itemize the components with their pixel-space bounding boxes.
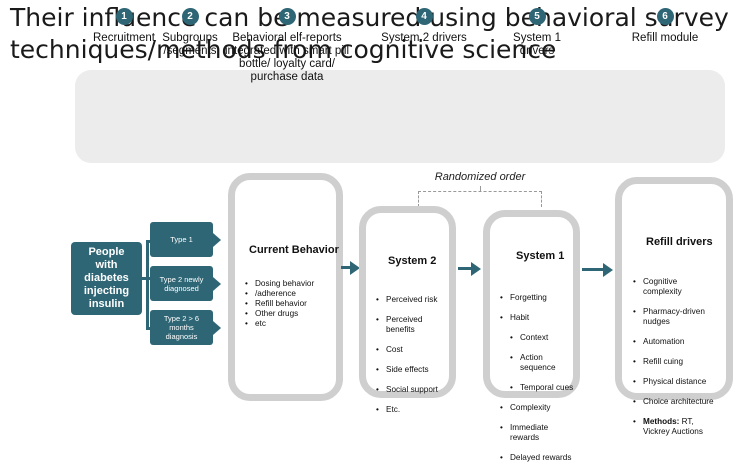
step-number-badge: 5 (528, 8, 546, 25)
people-with-diabetes-box: People with diabetes injecting insulin (71, 242, 142, 315)
bracket-stem (480, 186, 481, 192)
title-line-2: techniques/methods from cognitive scienc… (10, 35, 557, 64)
current-behavior-title: Current Behavior (249, 244, 339, 256)
system-2-list: Perceived risk Perceived benefits Cost S… (376, 285, 456, 425)
list-item: Refill cuing (633, 357, 728, 367)
type-2-new-box: Type 2 newly diagnosed (150, 266, 213, 301)
step-label: Recruitment (93, 32, 155, 44)
step-number-badge: 2 (181, 8, 199, 25)
step-5: 5 System 1 drivers (500, 8, 574, 58)
list-subitem: Context (500, 333, 582, 343)
list-item: Habit (500, 313, 582, 323)
list-item: Side effects (376, 365, 456, 375)
list-item: Other drugs (245, 309, 340, 319)
refill-drivers-title: Refill drivers (646, 236, 713, 248)
arrow-line (458, 267, 472, 270)
steps-panel (75, 70, 725, 163)
list-item: Refill behavior (245, 299, 340, 309)
step-2: 2 Subgroups /segments (158, 8, 222, 58)
list-item: Cost (376, 345, 456, 355)
system-2-frame: System 2 Perceived risk Perceived benefi… (359, 206, 456, 415)
arrow-line (582, 268, 604, 271)
list-item: Dosing behavior (245, 279, 340, 289)
list-item: Perceived benefits (376, 315, 456, 335)
randomized-order-label: Randomized order (434, 171, 526, 183)
arrow-line (341, 266, 351, 269)
list-item: /adherence (245, 289, 340, 299)
connector (146, 327, 152, 330)
type-2-long-box: Type 2 > 6 months diagnosis (150, 310, 213, 345)
step-label: System 2 drivers (381, 32, 467, 44)
list-subitem: Action sequence (500, 353, 582, 373)
chevron-right-icon (213, 321, 221, 335)
list-item: Perceived risk (376, 295, 456, 305)
refill-drivers-frame: Refill drivers Cognitive complexity Phar… (615, 177, 733, 436)
step-4: 4 System 2 drivers (378, 8, 470, 45)
list-item: Forgetting (500, 293, 582, 303)
step-number-badge: 4 (415, 8, 433, 25)
system-1-frame: System 1 Forgetting Habit Context Action… (483, 210, 580, 463)
system-2-title: System 2 (388, 255, 437, 267)
connector (146, 240, 152, 243)
list-item: Social support (376, 385, 456, 395)
step-number-badge: 1 (115, 8, 133, 25)
slide-title: Their influence can be measured using be… (10, 2, 745, 66)
step-1: 1 Recruitment (92, 8, 156, 45)
arrow-right-icon (471, 262, 481, 276)
list-item: Complexity (500, 403, 582, 413)
step-3: 3 Behavioral elf-reports integrated with… (224, 8, 350, 84)
arrow-right-icon (603, 263, 613, 277)
list-item: Choice architecture (633, 397, 728, 407)
list-item: Physical distance (633, 377, 728, 387)
current-behavior-frame: Current Behavior Dosing behavior /adhere… (228, 173, 343, 401)
list-item: Automation (633, 337, 728, 347)
refill-drivers-list: Cognitive complexity Pharmacy-driven nud… (633, 267, 728, 447)
step-label: Subgroups /segments (162, 32, 218, 57)
step-number-badge: 3 (278, 8, 296, 25)
methods-lead: Methods: (643, 417, 680, 426)
list-subitem: Temporal cues (500, 383, 582, 393)
type-1-box: Type 1 (150, 222, 213, 257)
system-1-title: System 1 (516, 250, 565, 262)
list-item: Immediate rewards (500, 423, 582, 443)
system-1-list: Forgetting Habit Context Action sequence… (500, 283, 582, 473)
list-item: Pharmacy-driven nudges (633, 307, 728, 327)
chevron-right-icon (213, 277, 221, 291)
randomized-bracket (418, 191, 542, 207)
list-item: etc (245, 319, 340, 329)
list-item: Cognitive complexity (633, 277, 728, 297)
step-6: 6 Refill module (622, 8, 708, 45)
list-item-methods: Methods: RT, Vickrey Auctions (633, 417, 728, 437)
connector (146, 240, 149, 329)
chevron-right-icon (213, 233, 221, 247)
current-behavior-list: Dosing behavior /adherence Refill behavi… (245, 279, 340, 329)
list-item: Delayed rewards (500, 453, 582, 463)
arrow-right-icon (350, 261, 360, 275)
step-number-badge: 6 (656, 8, 674, 25)
list-item: Etc. (376, 405, 456, 415)
step-label: Behavioral elf-reports integrated with s… (225, 32, 349, 83)
step-label: System 1 drivers (513, 32, 561, 57)
step-label: Refill module (631, 32, 699, 44)
